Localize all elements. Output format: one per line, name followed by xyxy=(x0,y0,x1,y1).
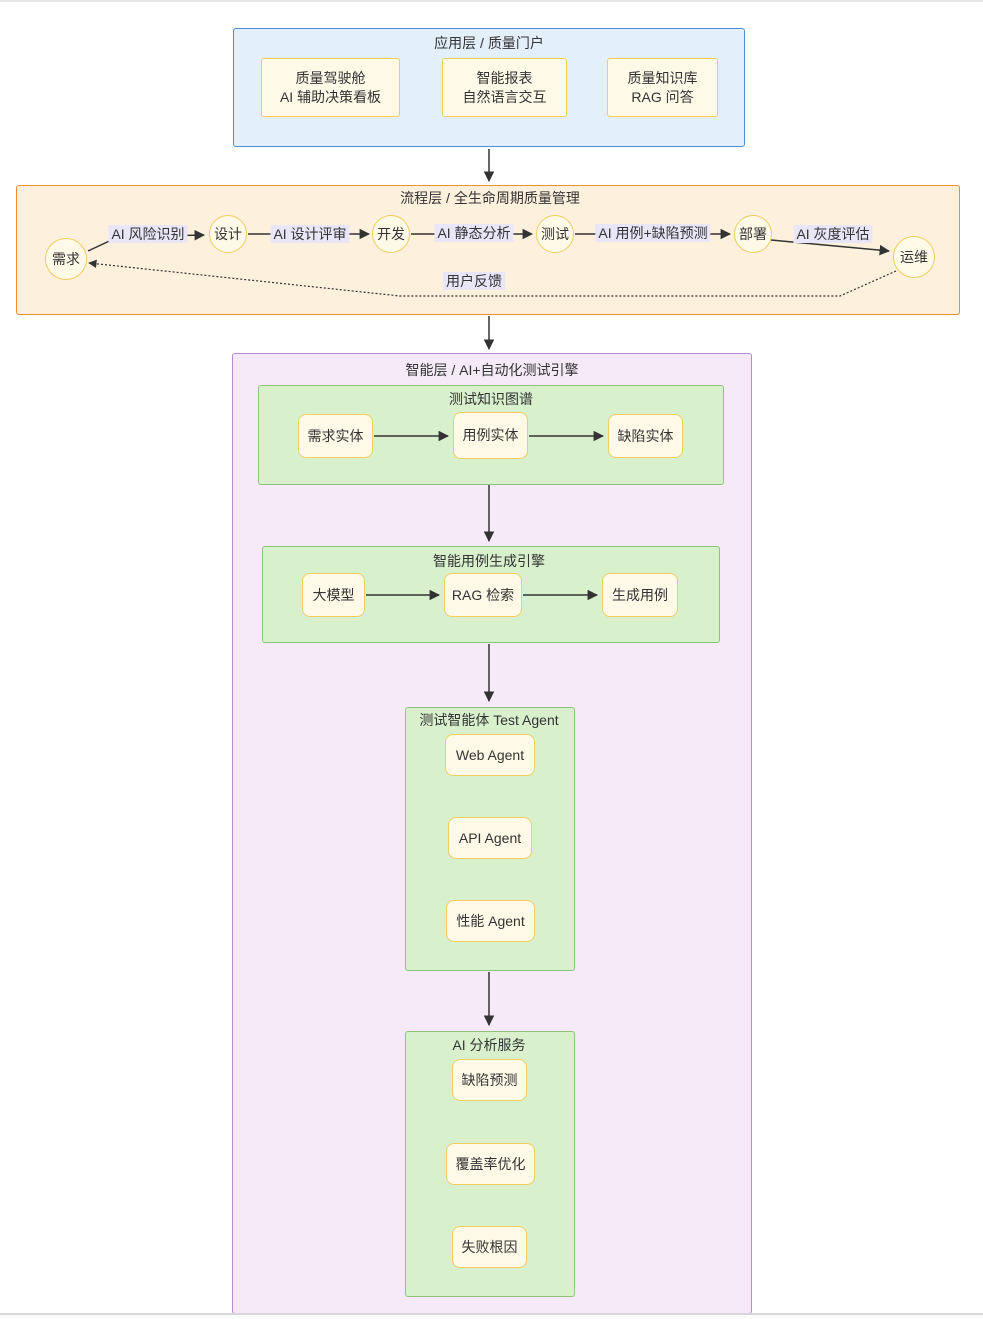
edge-label-case-defect-predict: AI 用例+缺陷预测 xyxy=(595,224,711,242)
node-web-agent: Web Agent xyxy=(445,734,535,776)
page-bottom-divider xyxy=(0,1313,983,1315)
node-coverage-optimize: 覆盖率优化 xyxy=(446,1143,535,1185)
node-quality-cockpit: 质量驾驶舱 AI 辅助决策看板 xyxy=(261,58,400,117)
page-top-divider xyxy=(0,0,983,2)
node-smart-report-line1: 智能报表 xyxy=(476,69,533,86)
stage-develop: 开发 xyxy=(372,215,410,253)
node-knowledge-base-line2: RAG 问答 xyxy=(631,88,694,105)
edge-label-user-feedback: 用户反馈 xyxy=(443,272,505,290)
process-layer-container xyxy=(16,185,960,315)
node-smart-report: 智能报表 自然语言交互 xyxy=(442,58,567,117)
node-knowledge-base-line1: 质量知识库 xyxy=(627,69,698,86)
process-layer-title: 流程层 / 全生命周期质量管理 xyxy=(400,190,580,206)
node-llm: 大模型 xyxy=(302,573,365,617)
node-quality-cockpit-line1: 质量驾驶舱 xyxy=(295,69,366,86)
stage-requirement: 需求 xyxy=(45,238,87,280)
node-generate-case: 生成用例 xyxy=(602,573,678,617)
edge-label-risk: AI 风险识别 xyxy=(108,225,188,243)
node-knowledge-base: 质量知识库 RAG 问答 xyxy=(607,58,718,117)
node-requirement-entity: 需求实体 xyxy=(298,414,373,458)
stage-test: 测试 xyxy=(536,215,574,253)
node-failure-root-cause: 失败根因 xyxy=(452,1226,527,1268)
node-quality-cockpit-line2: AI 辅助决策看板 xyxy=(279,88,382,105)
stage-deploy: 部署 xyxy=(734,215,772,253)
edge-label-design-review: AI 设计评审 xyxy=(270,225,350,243)
node-defect-predict: 缺陷预测 xyxy=(452,1059,527,1101)
node-perf-agent: 性能 Agent xyxy=(446,900,535,942)
intelligence-layer-title: 智能层 / AI+自动化测试引擎 xyxy=(405,362,579,378)
page-footer-strip xyxy=(0,1315,983,1319)
node-smart-report-line2: 自然语言交互 xyxy=(462,88,547,105)
edge-label-gray-eval: AI 灰度评估 xyxy=(793,225,873,243)
node-api-agent: API Agent xyxy=(448,817,532,859)
edge-label-static-analysis: AI 静态分析 xyxy=(434,224,514,242)
node-rag-retrieval: RAG 检索 xyxy=(444,573,522,617)
ai-analysis-title: AI 分析服务 xyxy=(452,1037,526,1053)
node-defect-entity: 缺陷实体 xyxy=(608,414,683,458)
test-agent-title: 测试智能体 Test Agent xyxy=(419,712,559,728)
case-generation-title: 智能用例生成引擎 xyxy=(433,553,545,569)
stage-design: 设计 xyxy=(209,215,247,253)
node-case-entity: 用例实体 xyxy=(453,412,528,459)
application-layer-title: 应用层 / 质量门户 xyxy=(434,35,544,51)
stage-operate: 运维 xyxy=(893,236,935,278)
knowledge-graph-title: 测试知识图谱 xyxy=(449,391,533,407)
